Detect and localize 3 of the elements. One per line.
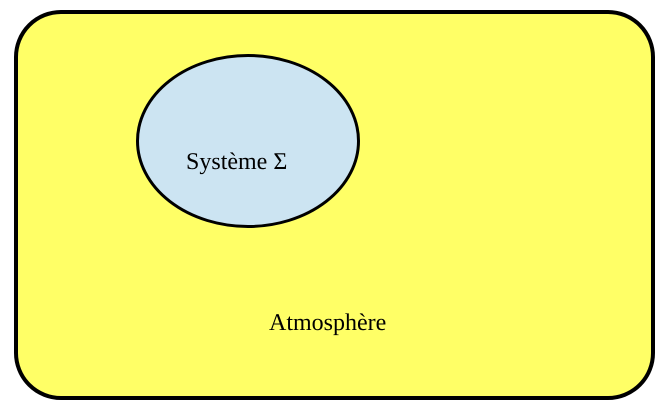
node-label: Système Σ [186,149,288,176]
system-ellipse [136,54,360,228]
node-label: Atmosphère [269,310,386,337]
